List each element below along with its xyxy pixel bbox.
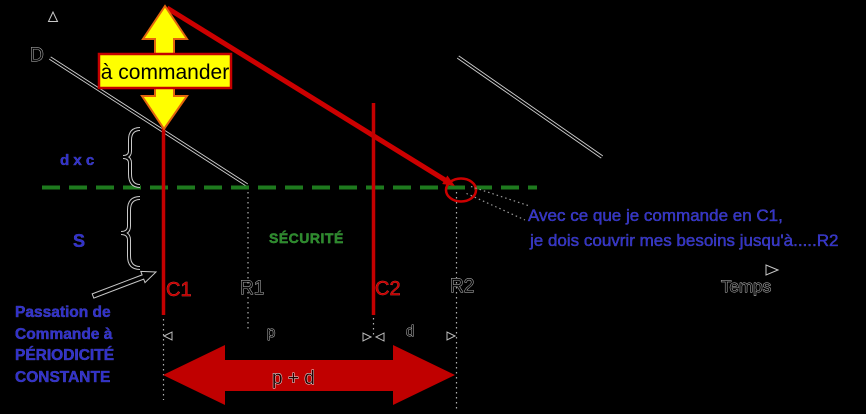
period-left-arrowhead-icon (162, 331, 173, 341)
delay-left-arrowhead-icon (374, 332, 385, 342)
c1-label: C1 (166, 279, 192, 301)
demand-line-segment-1 (49, 56, 248, 187)
order-label-box (97, 52, 233, 90)
leader-dotted-line-1 (470, 185, 529, 207)
passation-callout-arrow-icon (91, 270, 158, 299)
safety-zone-label: SÉCURITÉ (269, 230, 344, 246)
leader-dotted-line-2 (466, 192, 526, 221)
passation-line-4: CONSTANTE (15, 369, 110, 386)
safety-brace-core (120, 197, 141, 269)
demand-line-2-core (457, 56, 603, 158)
total-span-double-arrow (163, 345, 455, 405)
period-right-arrowhead-icon (362, 332, 373, 342)
coverage-red-line (165, 5, 447, 183)
coverage-note: Avec ce que je commande en C1, je dois c… (528, 206, 839, 250)
r1-label: R1 (240, 278, 264, 299)
delay-label: d (406, 323, 414, 340)
total-span-label: p + d (272, 368, 315, 389)
y-axis-arrowhead-icon (47, 10, 59, 22)
demand-line-1-core (49, 57, 248, 186)
passation-line-1: Passation de (15, 304, 111, 321)
coverage-note-line-1: Avec ce que je commande en C1, (528, 206, 783, 225)
demand-line-segment-2 (456, 55, 604, 159)
coverage-red-line-arrowhead (442, 175, 455, 186)
lead-time-stock-label: d x c (60, 152, 94, 169)
delay-right-arrowhead-icon (446, 331, 457, 341)
coverage-note-line-2: je dois couvrir mes besoins jusqu'à.....… (529, 231, 838, 250)
passation-line-2: Commande à (15, 326, 113, 343)
r2-intersection-circle (444, 177, 478, 203)
order-label-text: à commander (101, 61, 229, 84)
passation-note: Passation de Commande à PÉRIODICITÉ CONS… (15, 304, 114, 386)
passation-line-3: PÉRIODICITÉ (15, 347, 114, 364)
x-axis-arrowhead-icon (765, 264, 780, 276)
period-label: p (267, 324, 275, 341)
safety-stock-label: S (73, 231, 85, 251)
r2-label: R2 (450, 276, 474, 297)
safety-brace (120, 196, 141, 270)
demand-line-label: D (30, 45, 44, 66)
dxc-brace (122, 127, 141, 188)
c2-label: C2 (375, 278, 401, 300)
time-axis-label: Temps (721, 277, 771, 296)
dxc-brace-core (122, 128, 141, 187)
